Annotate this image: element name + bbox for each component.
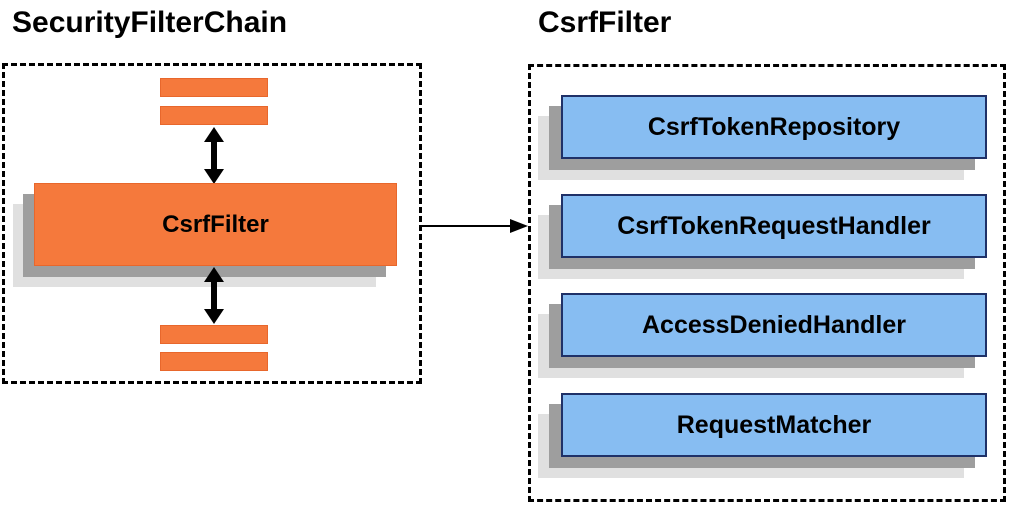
left-panel-title: SecurityFilterChain bbox=[12, 6, 288, 39]
double-arrow-icon bbox=[204, 127, 224, 184]
flow-arrow-icon bbox=[422, 219, 528, 233]
component-label: CsrfTokenRequestHandler bbox=[617, 211, 931, 240]
csrf-filter-box: CsrfFilter bbox=[34, 183, 397, 266]
csrf-filter-container bbox=[528, 64, 1006, 502]
filter-placeholder-bar bbox=[160, 106, 268, 125]
security-filter-chain-container bbox=[2, 63, 422, 384]
filter-placeholder-bar bbox=[160, 325, 268, 344]
csrf-filter-box-label: CsrfFilter bbox=[162, 210, 269, 238]
component-box-csrf-token-repository: CsrfTokenRepository bbox=[561, 95, 987, 159]
component-label: RequestMatcher bbox=[676, 410, 872, 439]
filter-placeholder-bar bbox=[160, 352, 268, 371]
component-label: CsrfTokenRepository bbox=[647, 112, 901, 141]
double-arrow-icon bbox=[204, 267, 224, 324]
right-panel-title: CsrfFilter bbox=[538, 6, 672, 39]
component-box-csrf-token-request-handler: CsrfTokenRequestHandler bbox=[561, 194, 987, 258]
component-box-request-matcher: RequestMatcher bbox=[561, 393, 987, 457]
filter-placeholder-bar bbox=[160, 78, 268, 97]
component-box-access-denied-handler: AccessDeniedHandler bbox=[561, 293, 987, 357]
component-label: AccessDeniedHandler bbox=[641, 310, 906, 339]
